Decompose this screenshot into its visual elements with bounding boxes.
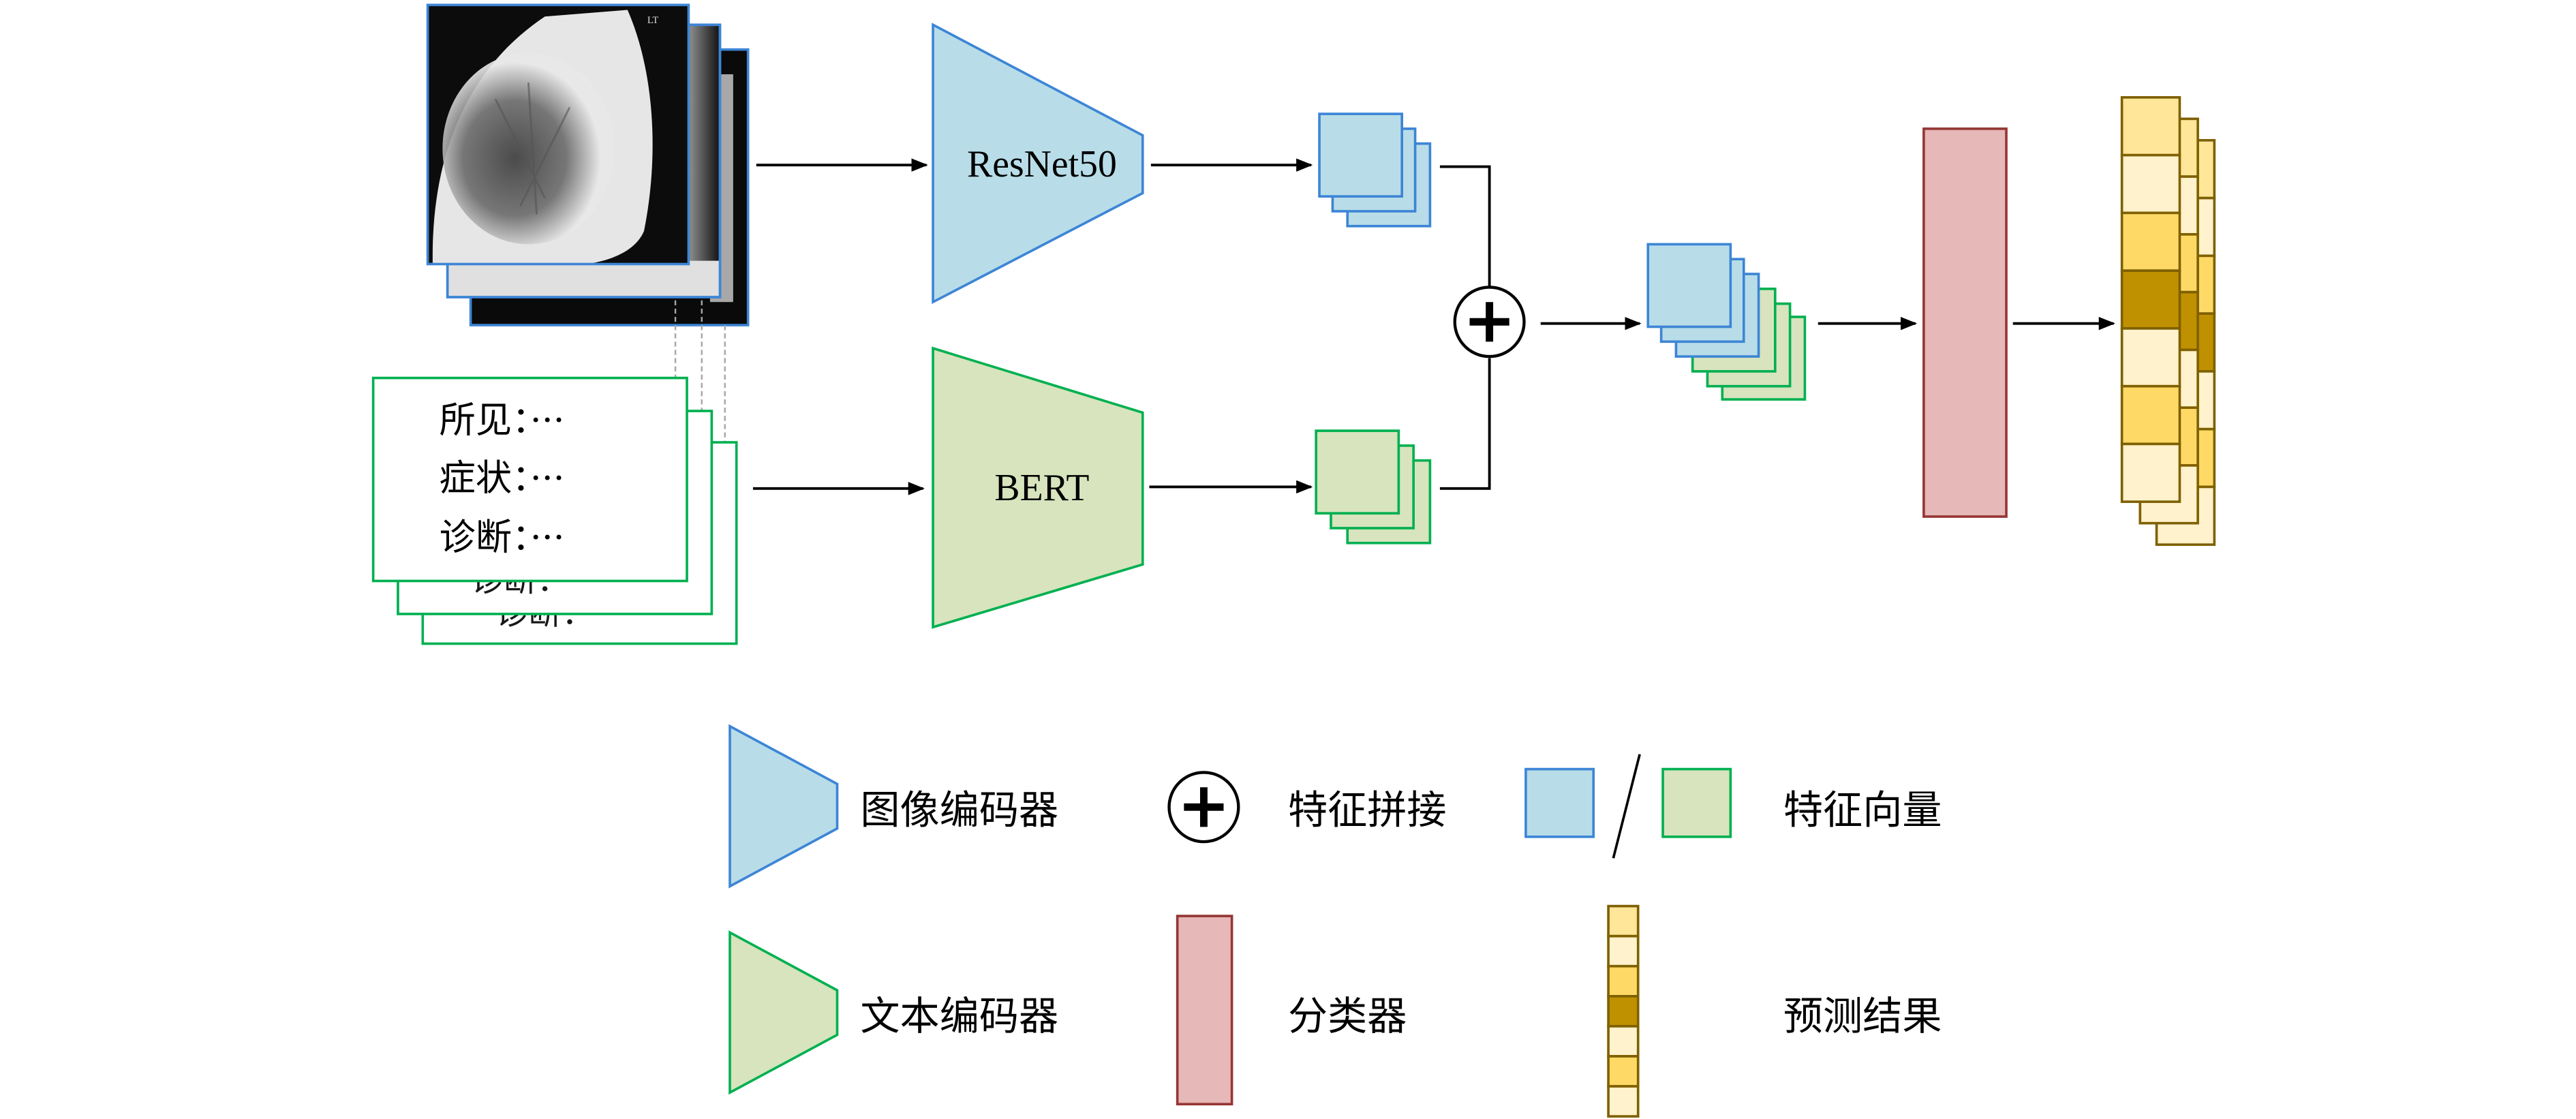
prediction-cell-gold <box>2120 384 2181 446</box>
flow-arrows <box>752 158 1313 495</box>
legend-prediction-column <box>1607 904 1640 1118</box>
prediction-cell-dark <box>2120 269 2181 330</box>
prediction-cell-pale <box>1607 1025 1640 1058</box>
prediction-cell-gold <box>1607 1055 1640 1088</box>
legend-image-encoder-label: 图像编码器 <box>860 787 1058 833</box>
fusion-connectors <box>1439 165 1491 490</box>
combined-feature-stack <box>1646 243 1807 401</box>
text-encoder-label: BERT <box>994 467 1089 509</box>
legend-text-encoder-swatch <box>729 930 839 1095</box>
legend-text-encoder-label: 文本编码器 <box>860 993 1058 1039</box>
xray-layer-1: LT <box>426 3 690 266</box>
prediction-cell-pale <box>2120 153 2181 215</box>
prediction-cell-gold <box>1607 964 1640 998</box>
prediction-cell-dark <box>1607 994 1640 1028</box>
legend-concat: 特征拼接 <box>1167 771 1447 844</box>
legend-text-feature-swatch <box>1661 767 1732 838</box>
report-layer-1 <box>371 376 688 583</box>
report-line-diagnosis: 诊断：··· <box>440 516 565 558</box>
prediction-cell-pale <box>1607 934 1640 968</box>
legend: 图像编码器 文本编码器 特征拼接 分类器 特征向量 预测结果 <box>729 724 1942 1118</box>
xray-marker-text: LT <box>647 15 659 26</box>
legend-concat-icon <box>1167 771 1240 844</box>
legend-separator <box>1612 754 1641 859</box>
legend-prediction-label: 预测结果 <box>1783 993 1942 1039</box>
legend-feature-vector-label: 特征向量 <box>1783 787 1942 833</box>
prediction-cell-pale <box>2120 327 2181 388</box>
legend-image-encoder: 图像编码器 <box>729 724 1058 889</box>
legend-classifier: 分类器 <box>1176 915 1407 1106</box>
prediction-cell-pale <box>1607 1085 1640 1118</box>
image-encoder-label: ResNet50 <box>967 143 1117 185</box>
classifier-block <box>1922 127 2008 518</box>
legend-classifier-swatch <box>1176 915 1233 1106</box>
prediction-cell-light <box>1607 904 1640 938</box>
report-line-symptoms: 症状：··· <box>440 457 565 499</box>
image-feature-stack <box>1318 112 1432 228</box>
legend-classifier-label: 分类器 <box>1288 993 1407 1039</box>
legend-concat-label: 特征拼接 <box>1288 787 1447 833</box>
report-text-stack: 诊断：··· 诊断：··· 所见：··· 症状：··· 诊断：··· <box>371 376 738 645</box>
prediction-cell-gold <box>2120 211 2181 272</box>
prediction-output-stack <box>2120 96 2216 547</box>
text-encoder-bert: BERT <box>932 346 1144 629</box>
legend-prediction-swatch <box>1607 904 1640 1118</box>
legend-text-encoder: 文本编码器 <box>729 930 1058 1095</box>
legend-image-encoder-swatch <box>729 724 839 889</box>
xray-image-stack: LT <box>426 3 750 326</box>
prediction-layer-1 <box>2120 96 2181 504</box>
image-encoder-resnet50: ResNet50 <box>932 22 1144 305</box>
legend-prediction: 预测结果 <box>1607 904 1942 1118</box>
prediction-cell-pale <box>2120 442 2181 504</box>
report-line-findings: 所见：··· <box>440 399 565 442</box>
legend-image-feature-swatch <box>1524 767 1595 838</box>
text-feature-stack <box>1315 429 1432 545</box>
prediction-cell-light <box>2120 96 2181 157</box>
legend-feature-vector: 特征向量 <box>1524 754 1942 859</box>
concat-fusion-icon <box>1453 286 1526 358</box>
